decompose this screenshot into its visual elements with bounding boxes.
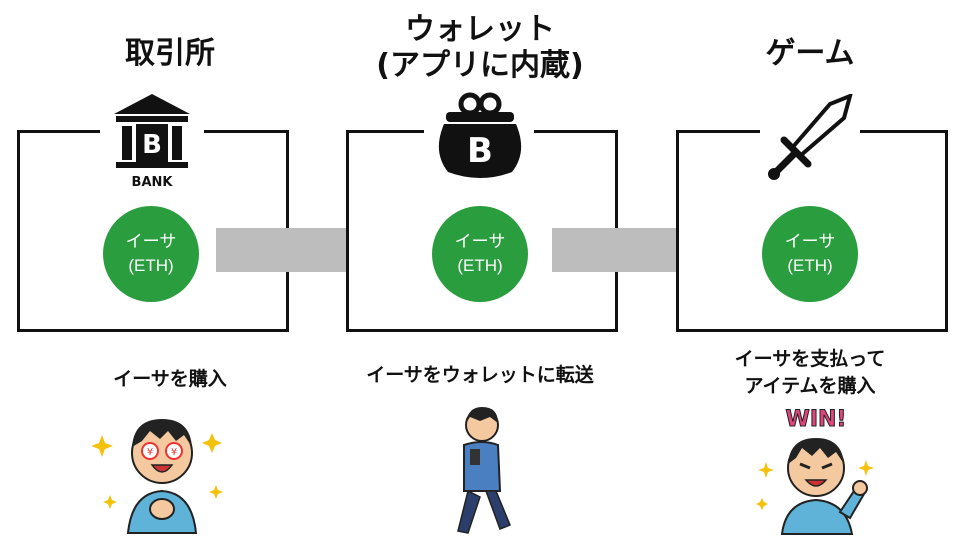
sword-icon <box>764 92 854 182</box>
coin-sublabel: (ETH) <box>457 256 503 275</box>
coin-label: イーサ <box>784 232 836 251</box>
svg-text:B: B <box>467 131 493 171</box>
bank-icon-label: BANK <box>132 175 174 190</box>
caption-game: イーサを支払って アイテムを購入 <box>690 346 930 400</box>
coin-purse-icon: B <box>432 92 528 182</box>
win-text: WIN! <box>786 407 847 432</box>
title-wallet-line1: ウォレット <box>405 12 555 47</box>
walking-person-icon <box>440 405 520 537</box>
title-wallet-line2: (アプリに内蔵) <box>376 48 584 83</box>
coin-label: イーサ <box>125 232 177 251</box>
title-exchange: 取引所 <box>125 36 215 71</box>
caption-game-line2: アイテムを購入 <box>744 375 876 397</box>
coin-sublabel: (ETH) <box>787 256 833 275</box>
winning-person-icon: WIN! <box>752 402 882 536</box>
eth-coin-exchange: イーサ (ETH) <box>103 206 199 302</box>
excited-person-icon: ¥ ¥ <box>91 405 232 537</box>
bank-icon: B BANK <box>110 92 194 190</box>
svg-text:¥: ¥ <box>147 447 153 458</box>
caption-wallet: イーサをウォレットに転送 <box>366 364 594 386</box>
eth-coin-game: イーサ (ETH) <box>762 206 858 302</box>
title-game: ゲーム <box>765 36 855 71</box>
caption-game-line1: イーサを支払って <box>734 348 886 370</box>
coin-label: イーサ <box>454 232 506 251</box>
coin-sublabel: (ETH) <box>128 256 174 275</box>
svg-text:B: B <box>142 130 162 160</box>
svg-text:¥: ¥ <box>171 447 177 458</box>
title-wallet: ウォレット (アプリに内蔵) <box>340 12 620 84</box>
eth-coin-wallet: イーサ (ETH) <box>432 206 528 302</box>
caption-exchange: イーサを購入 <box>113 368 227 390</box>
